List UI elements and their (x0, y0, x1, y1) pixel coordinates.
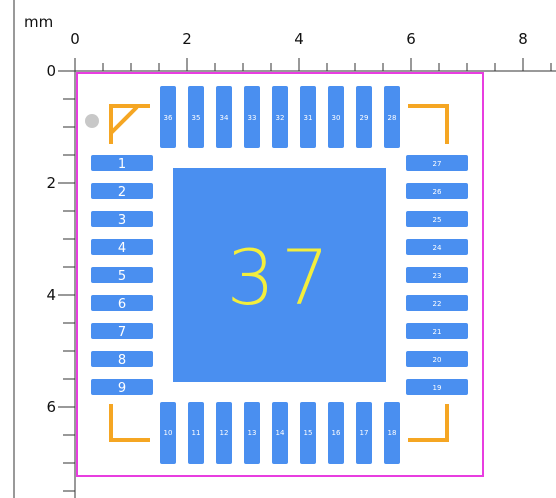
pad-label: 15 (304, 429, 313, 437)
pad-label: 13 (248, 429, 257, 437)
x-ruler-label: 6 (406, 30, 416, 48)
pad-label: 32 (276, 114, 285, 122)
unit-label: mm (24, 13, 53, 31)
pad-label: 4 (118, 241, 126, 256)
pad-pin-1[interactable] (91, 155, 153, 171)
pad-pin-27[interactable] (406, 155, 468, 171)
pad-label: 22 (433, 300, 442, 308)
x-ruler-label: 2 (182, 30, 192, 48)
y-ruler (58, 70, 76, 498)
pad-pin-32[interactable] (272, 86, 288, 148)
pad-pin-33[interactable] (244, 86, 260, 148)
pad-pin-24[interactable] (406, 239, 468, 255)
silkscreen-outline (109, 104, 449, 442)
pad-label: 36 (164, 114, 173, 122)
pad-pin-19[interactable] (406, 379, 468, 395)
silkscreen-corner-bottom-left (109, 404, 150, 442)
silkscreen-corner-bottom-right (408, 404, 449, 442)
pad-pin-26[interactable] (406, 183, 468, 199)
pad-pin-11[interactable] (188, 402, 204, 464)
pad-pin-25[interactable] (406, 211, 468, 227)
pad-label: 2 (118, 185, 126, 200)
pad-pin-4[interactable] (91, 239, 153, 255)
pad-label: 12 (220, 429, 229, 437)
pad-label: 7 (118, 325, 126, 340)
pad-pin-20[interactable] (406, 351, 468, 367)
pad-pin-34[interactable] (216, 86, 232, 148)
pad-pin-8[interactable] (91, 351, 153, 367)
x-ruler-background (0, 0, 556, 74)
pad-pin-5[interactable] (91, 267, 153, 283)
courtyard-outline (76, 72, 484, 477)
pad-pin-13[interactable] (244, 402, 260, 464)
y-ruler-label: 4 (46, 286, 56, 304)
pad-pin-21[interactable] (406, 323, 468, 339)
pad-pin-15[interactable] (300, 402, 316, 464)
pad-pin-30[interactable] (328, 86, 344, 148)
pad-label: 10 (164, 429, 173, 437)
pad-pin-18[interactable] (384, 402, 400, 464)
pad-label: 17 (360, 429, 369, 437)
pad-label: 3 (118, 213, 126, 228)
pad-label: 27 (433, 160, 442, 168)
pad-pin-23[interactable] (406, 267, 468, 283)
pin1-marker-dot (85, 114, 99, 128)
pad-pin-3[interactable] (91, 211, 153, 227)
pad-label: 30 (332, 114, 341, 122)
pad-label: 24 (433, 244, 442, 252)
pad-pin-12[interactable] (216, 402, 232, 464)
pad-label: 5 (118, 269, 126, 284)
pad-pin-7[interactable] (91, 323, 153, 339)
pad-pin-17[interactable] (356, 402, 372, 464)
y-ruler-label: 2 (46, 174, 56, 192)
pad-pin-6[interactable] (91, 295, 153, 311)
y-ruler-label: 6 (46, 398, 56, 416)
pad-label: 19 (433, 384, 442, 392)
pad-label: 31 (304, 114, 313, 122)
pad-label: 1 (118, 157, 126, 172)
x-ruler (74, 58, 556, 72)
silkscreen-corner-top-right (408, 104, 449, 144)
pad-pin-36[interactable] (160, 86, 176, 148)
pad-pin-35[interactable] (188, 86, 204, 148)
y-ruler-label: 0 (46, 62, 56, 80)
pad-label: 35 (192, 114, 201, 122)
pad-label: 23 (433, 272, 442, 280)
exposed-pad-number: 37 (227, 233, 336, 322)
pad-label: 16 (332, 429, 341, 437)
pad-label: 14 (276, 429, 285, 437)
pad-label: 29 (360, 114, 369, 122)
pad-pin-9[interactable] (91, 379, 153, 395)
pad-pin-16[interactable] (328, 402, 344, 464)
pad-label: 28 (388, 114, 397, 122)
pad-label: 26 (433, 188, 442, 196)
pad-label: 8 (118, 353, 126, 368)
pad-label: 20 (433, 356, 442, 364)
pad-label: 9 (118, 381, 126, 396)
pad-pin-22[interactable] (406, 295, 468, 311)
pad-pin-31[interactable] (300, 86, 316, 148)
pad-pin-2[interactable] (91, 183, 153, 199)
pad-pin-14[interactable] (272, 402, 288, 464)
x-ruler-label: 4 (294, 30, 304, 48)
pad-label: 6 (118, 297, 126, 312)
pad-label: 34 (220, 114, 229, 122)
x-ruler-label: 0 (70, 30, 80, 48)
exposed-pad[interactable] (173, 168, 386, 382)
pad-label: 33 (248, 114, 257, 122)
pad-pin-28[interactable] (384, 86, 400, 148)
pad-label: 18 (388, 429, 397, 437)
pad-label: 25 (433, 216, 442, 224)
x-ruler-label: 8 (518, 30, 528, 48)
pad-label: 21 (433, 328, 442, 336)
pad-pin-29[interactable] (356, 86, 372, 148)
pad-pin-10[interactable] (160, 402, 176, 464)
silkscreen-pin1-chamfer (109, 105, 139, 135)
pad-label: 11 (192, 429, 201, 437)
